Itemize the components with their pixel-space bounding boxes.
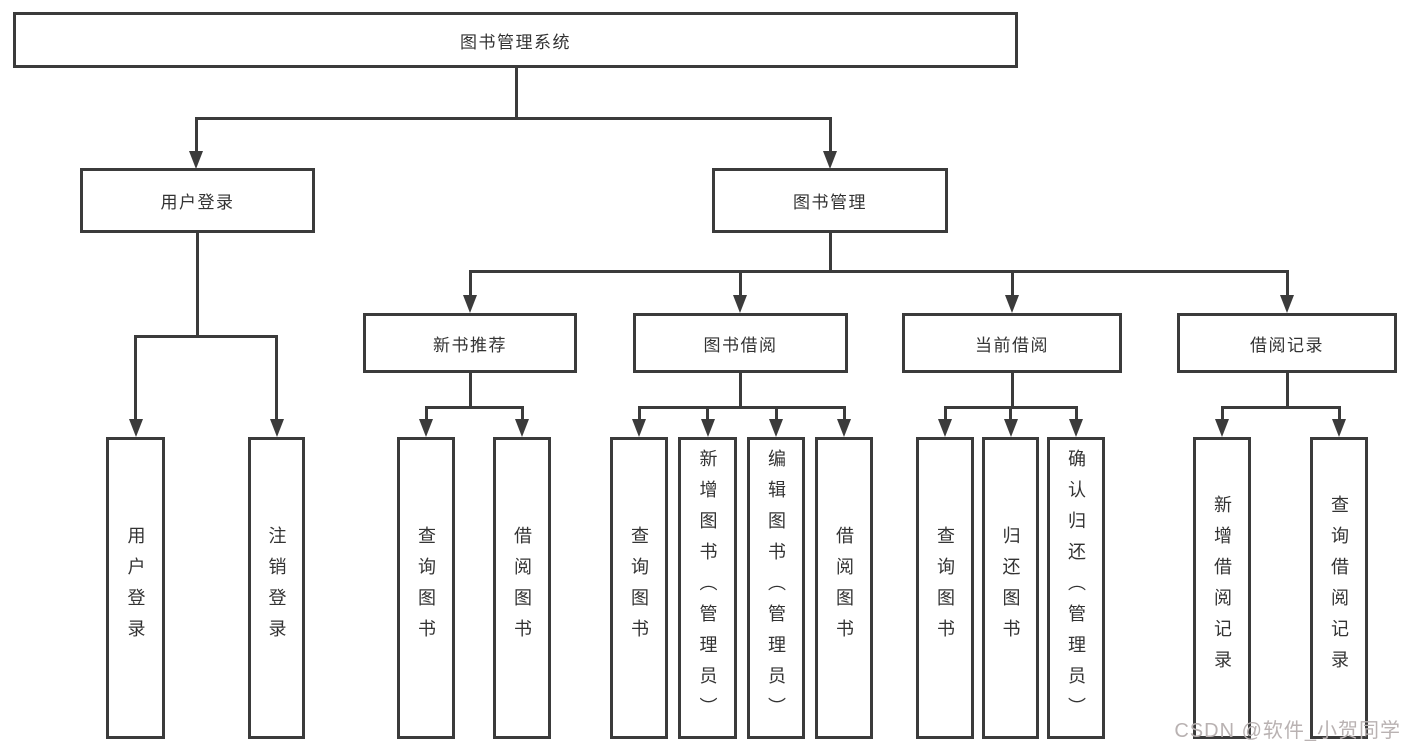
leaf-borrow-book: 借阅图书: [815, 437, 873, 739]
arrow-down-icon: [823, 151, 837, 169]
connector-user-login-rail: [134, 334, 278, 338]
connector-new-book-rec-stem: [468, 373, 472, 407]
connector-book-borrow-rail: [637, 405, 846, 409]
leaf-logout: 注销登录: [248, 437, 305, 739]
node-label: 编辑图书（管理员）: [766, 448, 786, 728]
connector-drop-user-login: [194, 116, 198, 154]
connector-user-login-stem: [195, 233, 199, 336]
node-user-login: 用户登录: [80, 168, 315, 233]
connector-drop-leaf: [706, 405, 709, 421]
arrow-down-icon: [1215, 419, 1229, 437]
connector-level2-rail: [468, 269, 1289, 273]
node-label: 确认归还（管理员）: [1066, 448, 1086, 728]
node-label: 图书管理系统: [460, 32, 571, 52]
connector-borrow-records-rail: [1220, 405, 1341, 409]
arrow-down-icon: [515, 419, 529, 437]
node-label: 借阅图书: [834, 526, 854, 650]
connector-drop-leaf: [520, 405, 524, 421]
connector-current-borrow-stem: [1010, 373, 1014, 407]
leaf-add-borrow-record: 新增借阅记录: [1193, 437, 1251, 739]
node-label: 查询图书: [416, 526, 436, 650]
node-label: 新增借阅记录: [1212, 495, 1232, 681]
arrow-down-icon: [419, 419, 433, 437]
connector-drop-leaf: [424, 405, 428, 421]
node-label: 新书推荐: [433, 335, 507, 355]
node-label: 注销登录: [266, 526, 287, 650]
node-label: 图书管理: [793, 193, 867, 212]
arrow-down-icon: [632, 419, 646, 437]
connector-drop-leaf: [134, 334, 137, 420]
node-book-borrow: 图书借阅: [633, 313, 848, 373]
node-current-borrow: 当前借阅: [902, 313, 1122, 373]
node-book-management: 图书管理: [712, 168, 948, 233]
node-label: 用户登录: [160, 193, 235, 212]
connector-drop-leaf: [637, 405, 641, 421]
node-label: 查询图书: [629, 526, 649, 650]
connector-drop-book-mgmt: [828, 116, 832, 154]
node-label: 当前借阅: [975, 335, 1049, 355]
connector-new-book-rec-rail: [424, 405, 524, 409]
connector-drop-current-borrow: [1010, 269, 1014, 296]
node-label: 借阅图书: [512, 526, 532, 650]
arrow-down-icon: [733, 295, 747, 313]
arrow-down-icon: [1280, 295, 1294, 313]
connector-drop-book-borrow: [738, 269, 742, 296]
connector-drop-new-book-rec: [468, 269, 472, 296]
connector-drop-leaf: [275, 334, 278, 420]
leaf-borrow-book: 借阅图书: [493, 437, 551, 739]
arrow-down-icon: [1003, 419, 1018, 437]
node-label: 用户登录: [125, 526, 146, 650]
connector-drop-leaf: [1074, 405, 1078, 421]
connector-drop-leaf: [774, 405, 778, 421]
node-label: 借阅记录: [1250, 335, 1324, 355]
connector-drop-leaf: [1220, 405, 1224, 421]
node-root-system: 图书管理系统: [13, 12, 1018, 68]
arrow-down-icon: [938, 419, 952, 437]
leaf-return-book: 归还图书: [982, 437, 1039, 739]
connector-drop-leaf: [1009, 405, 1012, 421]
leaf-query-book: 查询图书: [397, 437, 455, 739]
arrow-down-icon: [1069, 419, 1083, 437]
connector-level1-rail: [194, 116, 832, 120]
leaf-confirm-return-admin: 确认归还（管理员）: [1047, 437, 1105, 739]
leaf-query-borrow-record: 查询借阅记录: [1310, 437, 1368, 739]
connector-drop-leaf: [1337, 405, 1341, 421]
arrow-down-icon: [189, 151, 203, 169]
leaf-add-book-admin: 新增图书（管理员）: [678, 437, 737, 739]
node-label: 归还图书: [1000, 526, 1021, 650]
node-borrow-records: 借阅记录: [1177, 313, 1397, 373]
arrow-down-icon: [700, 419, 715, 437]
leaf-edit-book-admin: 编辑图书（管理员）: [747, 437, 805, 739]
leaf-query-book: 查询图书: [610, 437, 668, 739]
node-label: 查询借阅记录: [1329, 495, 1349, 681]
leaf-query-book: 查询图书: [916, 437, 974, 739]
node-label: 查询图书: [935, 526, 955, 650]
node-new-book-recommend: 新书推荐: [363, 313, 577, 373]
arrow-down-icon: [463, 295, 477, 313]
connector-root-stem: [514, 68, 518, 118]
arrow-down-icon: [1332, 419, 1346, 437]
arrow-down-icon: [269, 419, 284, 437]
arrow-down-icon: [769, 419, 783, 437]
connector-borrow-records-stem: [1285, 373, 1289, 407]
csdn-watermark: CSDN @软件_小贺同学: [1174, 720, 1401, 742]
arrow-down-icon: [1005, 295, 1019, 313]
connector-book-mgmt-stem: [828, 233, 832, 272]
node-label: 图书借阅: [703, 335, 778, 355]
connector-drop-leaf: [842, 405, 846, 421]
node-label: 新增图书（管理员）: [697, 448, 718, 728]
leaf-user-login: 用户登录: [106, 437, 165, 739]
connector-book-borrow-stem: [738, 373, 742, 407]
arrow-down-icon: [837, 419, 851, 437]
connector-drop-borrow-records: [1285, 269, 1289, 296]
connector-drop-leaf: [943, 405, 947, 421]
arrow-down-icon: [128, 419, 143, 437]
